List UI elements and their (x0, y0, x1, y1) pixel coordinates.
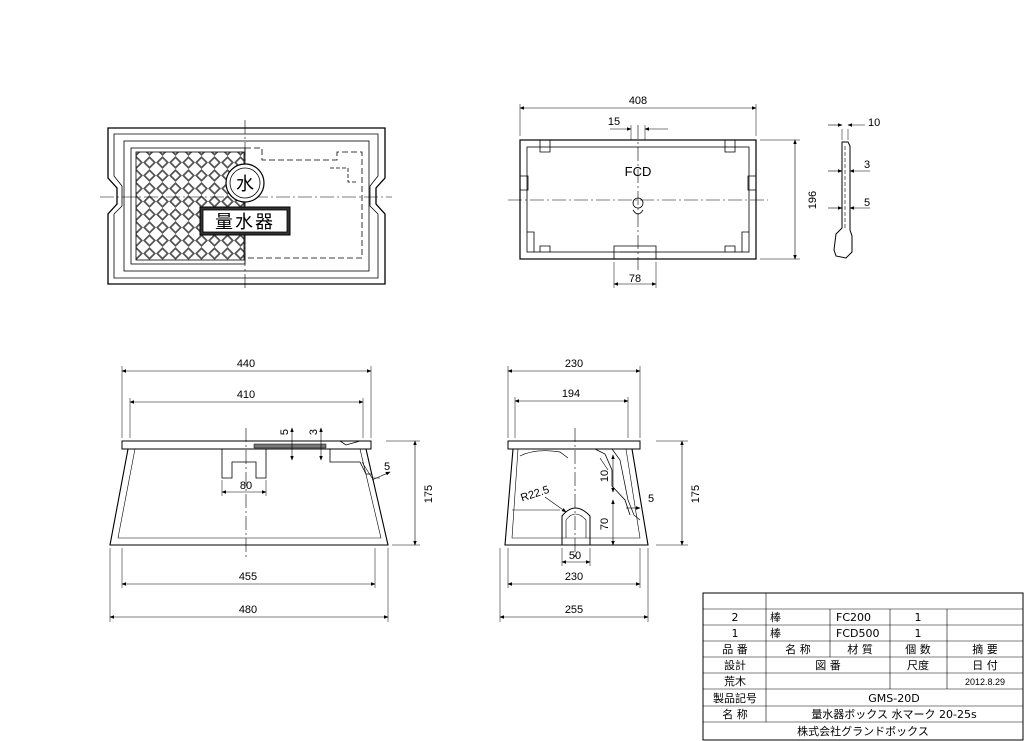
dim-side-opening: 50 (569, 550, 581, 562)
dim-side-top-outer: 230 (565, 358, 583, 370)
header-name: 名 称 (785, 642, 811, 656)
dim-side-height: 175 (690, 485, 702, 503)
dim-side-rib-height: 70 (599, 518, 611, 530)
date-label: 日 付 (972, 659, 998, 672)
dim-front-bottom-outer: 480 (239, 604, 257, 616)
part-1-material: FCD500 (836, 627, 879, 640)
dim-side-wall: 5 (648, 493, 654, 505)
dim-body-width: 408 (629, 95, 647, 107)
dim-front-top-inner: 410 (237, 389, 255, 401)
part-2-no: 2 (732, 611, 739, 624)
dim-lid-top: 10 (868, 117, 880, 129)
header-material: 材 質 (847, 642, 873, 656)
design-label: 設計 (724, 658, 746, 672)
part-2-material: FC200 (836, 611, 871, 624)
part-1-qty: 1 (915, 627, 922, 640)
dim-side-base-outer: 255 (565, 604, 583, 616)
drawing-date: 2012.8.29 (965, 677, 1005, 687)
dim-lid-low: 5 (864, 197, 870, 209)
dim-front-bottom-inner: 455 (239, 571, 257, 583)
dim-front-step: 5 (384, 461, 390, 473)
title-block (702, 592, 1024, 741)
part-1-no: 1 (732, 627, 739, 640)
emblem-mark: 水 (236, 174, 254, 195)
drawing-no-label: 図 番 (815, 659, 841, 672)
lid-section-view (828, 123, 870, 259)
cover-text: 量水器 (215, 212, 275, 233)
dim-body-height: 196 (807, 191, 819, 209)
dim-front-lip-b: 3 (308, 429, 320, 435)
company-name: 株式会社グランドボックス (797, 724, 929, 738)
header-part-no: 品 番 (722, 643, 748, 656)
dim-side-top-inner: 194 (562, 388, 580, 400)
part-2-name: 棒 (770, 610, 781, 624)
designer-name: 荒木 (724, 675, 746, 688)
dim-side-radius: R22.5 (519, 484, 551, 504)
body-top-view (508, 104, 800, 288)
dim-front-notch: 80 (240, 480, 252, 492)
product-name: 量水器ボックス 水マーク 20-25s (811, 708, 977, 721)
part-1-name: 棒 (770, 626, 781, 640)
scale-label: 尺度 (907, 658, 929, 672)
dim-front-height: 175 (423, 485, 435, 503)
product-code-label: 製品記号 (713, 691, 757, 705)
dim-side-rib-top: 10 (599, 470, 611, 482)
plan-view-cover (100, 120, 392, 290)
header-qty: 個 数 (905, 643, 931, 656)
dim-slot: 15 (608, 116, 620, 128)
dim-front-lip-a: 5 (279, 429, 291, 435)
front-elevation-view (109, 366, 420, 622)
material-mark-fcd: FCD (625, 164, 652, 179)
product-name-label: 名 称 (722, 707, 748, 721)
dim-notch: 78 (629, 273, 641, 285)
dim-front-top-outer: 440 (237, 358, 255, 370)
side-section-view (499, 366, 688, 622)
dim-side-base-inner: 230 (565, 571, 583, 583)
product-code: GMS-20D (868, 692, 919, 705)
dim-lid-mid: 3 (864, 159, 870, 171)
part-2-qty: 1 (915, 611, 922, 624)
header-note: 摘 要 (972, 642, 998, 656)
